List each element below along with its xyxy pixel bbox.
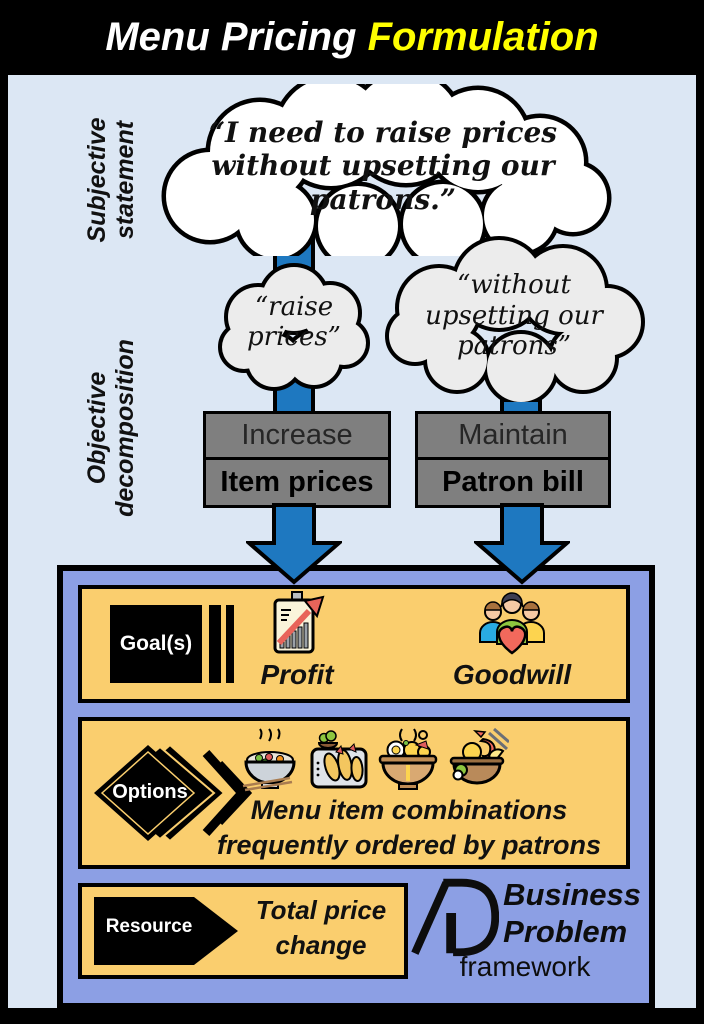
resource-description: Total price change bbox=[242, 893, 400, 963]
options-description-line1: Menu item combinations bbox=[250, 795, 568, 825]
fragment-cloud-without-upsetting: “without upsetting our patrons” bbox=[375, 234, 653, 402]
resource-card: Resource Total price change bbox=[78, 883, 408, 979]
fragment-cloud-raise-prices: “raise prices” bbox=[210, 255, 378, 395]
cloud-shape-icon bbox=[161, 84, 612, 256]
goal-item-goodwill: Goodwill bbox=[442, 589, 582, 691]
profit-chart-icon bbox=[273, 591, 325, 654]
down-arrow-icon bbox=[246, 503, 342, 585]
business-problem-framework-frame: Goal(s) bbox=[57, 565, 655, 1009]
side-label-objective-decomposition: Objective decomposition bbox=[83, 278, 141, 578]
down-arrow-icon bbox=[474, 503, 570, 585]
subjective-line2: statement bbox=[111, 120, 139, 240]
cloud-shape-icon bbox=[218, 263, 370, 391]
objective-target: Item prices bbox=[220, 466, 374, 498]
resource-description-line2: change bbox=[275, 930, 367, 961]
brand-row: Business Problem bbox=[409, 875, 641, 957]
options-description-line2: frequently ordered by patrons bbox=[216, 830, 602, 861]
goals-label-block: Goal(s) bbox=[110, 605, 234, 683]
objective-target: Patron bill bbox=[442, 466, 584, 498]
brand-word-problem: Problem bbox=[503, 913, 628, 949]
title-accent: Formulation bbox=[367, 15, 599, 59]
objective-line1: Objective bbox=[83, 371, 111, 485]
goal-label-goodwill: Goodwill bbox=[452, 659, 572, 690]
options-diamond-icon bbox=[94, 743, 253, 843]
page-title: Menu Pricing Formulation bbox=[0, 0, 704, 75]
objective-action: Increase bbox=[206, 414, 388, 460]
tempura-plate-icon bbox=[310, 730, 368, 789]
resource-label: Resource bbox=[105, 916, 193, 937]
fragment-text-right: “without upsetting our patrons” bbox=[425, 269, 603, 362]
side-label-subjective-statement: Subjective statement bbox=[83, 55, 141, 305]
shrimp-noodle-bowl-icon bbox=[449, 727, 509, 785]
goodwill-people-heart-icon bbox=[479, 592, 545, 655]
goals-bar-icon bbox=[209, 605, 221, 683]
veggie-bowl-icon bbox=[242, 728, 296, 792]
goals-label: Goal(s) bbox=[110, 605, 202, 683]
options-label: Options bbox=[112, 781, 188, 803]
resource-description-line1: Total price bbox=[255, 895, 387, 925]
options-card: Options bbox=[78, 717, 630, 869]
resource-arrow-icon bbox=[94, 897, 238, 965]
objective-line2: decomposition bbox=[111, 339, 139, 517]
objective-box-item-prices: Increase Item prices bbox=[203, 411, 391, 508]
menu-items-icons bbox=[238, 727, 509, 793]
statement-cloud: “I need to raise prices without upsettin… bbox=[148, 84, 618, 256]
brand-word-business: Business bbox=[503, 877, 641, 912]
objective-box-patron-bill: Maintain Patron bill bbox=[415, 411, 611, 508]
ad-logo-icon bbox=[411, 878, 500, 957]
objective-action: Maintain bbox=[418, 414, 608, 460]
title-main: Menu Pricing bbox=[105, 15, 368, 59]
subjective-line1: Subjective bbox=[83, 117, 111, 243]
goal-label-profit: Profit bbox=[260, 659, 334, 690]
options-description: Menu item combinations frequently ordere… bbox=[200, 793, 618, 863]
goal-item-profit: Profit bbox=[232, 589, 362, 691]
statement-text: “I need to raise prices without upsettin… bbox=[208, 115, 558, 216]
cloud-shape-icon bbox=[385, 236, 645, 402]
brand-name: Business Problem bbox=[503, 877, 641, 950]
brand-block: Business Problem framework bbox=[409, 875, 641, 987]
goals-bar-icon bbox=[226, 605, 234, 683]
goals-card: Goal(s) bbox=[78, 585, 630, 703]
ramen-bowl-icon bbox=[378, 728, 438, 790]
fragment-text-left: “raise prices” bbox=[247, 292, 341, 352]
brand-word-framework: framework bbox=[459, 951, 591, 982]
